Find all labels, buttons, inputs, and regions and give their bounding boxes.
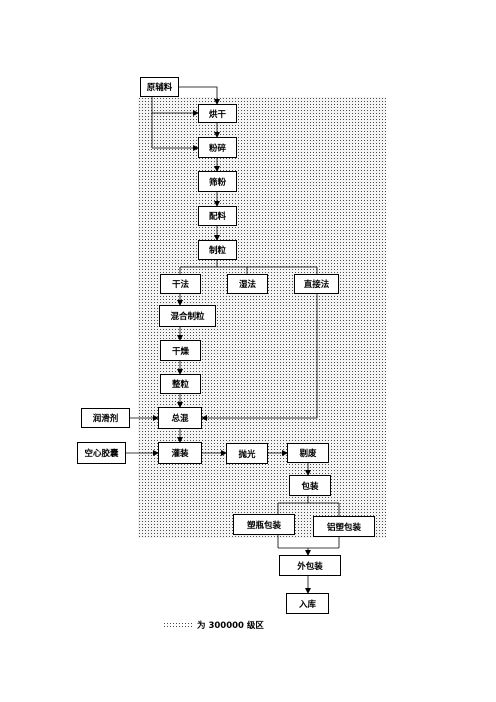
class-300000-zone <box>138 97 386 538</box>
node-sieving: 筛粉 <box>198 171 237 192</box>
node-packaging: 包装 <box>289 475 331 496</box>
node-empty-capsule: 空心胶囊 <box>77 442 126 464</box>
direct-to-final-line <box>201 294 318 421</box>
node-lubricant: 润滑剂 <box>81 408 130 428</box>
node-outer-packaging: 外包装 <box>279 555 341 576</box>
node-direct-method: 直接法 <box>294 274 339 294</box>
raw-to-drying-line <box>179 86 220 105</box>
legend-label: 为 300000 级区 <box>197 621 264 631</box>
node-dry-method: 干法 <box>160 274 201 294</box>
node-polishing: 抛光 <box>226 443 268 464</box>
node-final-mixing: 总混 <box>158 407 202 429</box>
node-batching: 配料 <box>198 206 237 226</box>
node-raw-materials: 原辅料 <box>140 77 179 97</box>
node-crushing: 粉碎 <box>198 137 237 158</box>
node-warehousing: 入库 <box>286 593 329 614</box>
node-granulation: 制粒 <box>198 240 237 260</box>
node-dryer: 干燥 <box>160 340 201 361</box>
node-aluminum-blister-packaging: 铝塑包装 <box>313 516 375 537</box>
node-plastic-bottle-packaging: 塑瓶包装 <box>233 514 295 535</box>
node-wet-method: 湿法 <box>227 274 268 294</box>
node-filling: 灌装 <box>158 442 202 464</box>
node-mix-granulation: 混合制粒 <box>159 305 216 327</box>
legend: 为 300000 级区 <box>163 619 264 631</box>
legend-swatch <box>163 621 193 629</box>
node-sizing: 整粒 <box>160 374 201 394</box>
node-drying: 烘干 <box>198 104 237 123</box>
node-rejecting: 剔废 <box>287 443 329 463</box>
